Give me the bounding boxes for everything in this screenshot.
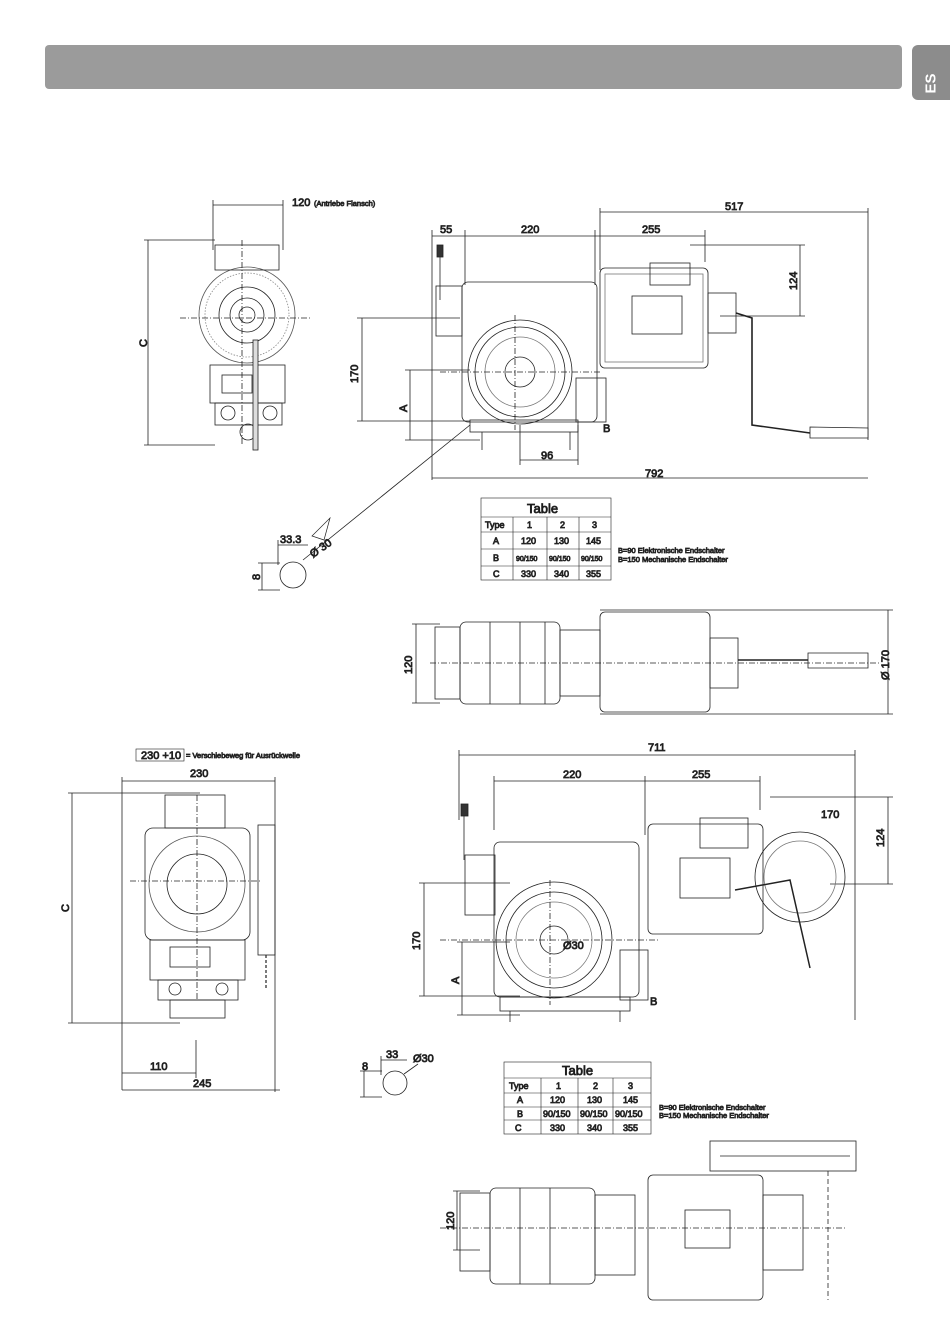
- d1-shaft-dia: Ø 30: [308, 537, 334, 561]
- d2-key: 8: [362, 1061, 368, 1073]
- d1-table-note1: B=90 Elektronische Endschalter: [618, 546, 725, 555]
- d1-key: 8: [251, 574, 263, 580]
- d1-table-r2c2: 340: [554, 569, 569, 579]
- d2-shaft-detail: [360, 1056, 419, 1098]
- d1-dim-255: 255: [642, 224, 660, 236]
- d2-table-r2c3: 355: [623, 1123, 638, 1133]
- d2-table-note1: B=90 Elektronische Endschalter: [659, 1103, 766, 1112]
- d1-table-r0c3: 145: [586, 536, 601, 546]
- d2-table-r1c2: 90/150: [580, 1109, 608, 1119]
- d1-table-r1c0: B: [493, 553, 499, 563]
- header-banner: [45, 45, 902, 89]
- d1-flange-dim: 120: [292, 197, 310, 209]
- d2-travel-box: [135, 748, 185, 762]
- d2-table: [503, 1061, 652, 1135]
- d1-dim-55: 55: [440, 224, 452, 236]
- d2-table-h1: 1: [556, 1081, 561, 1091]
- d1-table-r1c2: 90/150: [549, 556, 571, 563]
- d1-table: [480, 497, 612, 581]
- drawing1-top-view: [412, 609, 893, 715]
- d2-table-r0c2: 130: [587, 1095, 602, 1105]
- d2-table-note2: B=150 Mechanische Endschalter: [659, 1111, 769, 1120]
- d1-table-h0: Type: [485, 520, 505, 530]
- d2-table-r2c0: C: [515, 1123, 522, 1133]
- d1-table-r0c1: 120: [521, 536, 536, 546]
- d1-table-r0c0: A: [493, 536, 499, 546]
- d2-table-h3: 3: [628, 1081, 633, 1091]
- d2-dim-110: 110: [150, 1061, 168, 1073]
- drawing2-side-view: [68, 777, 280, 1092]
- d2-dim-245: 245: [193, 1078, 211, 1090]
- d1-table-h3: 3: [592, 520, 597, 530]
- d2-dim-230: 230: [190, 768, 208, 780]
- d1-dim-170: 170: [349, 365, 361, 383]
- d2-table-r0c3: 145: [623, 1095, 638, 1105]
- d2-dim-124: 124: [875, 829, 887, 847]
- d2-dim-170r: 170: [821, 809, 839, 821]
- d1-table-r1c3: 90/150: [581, 556, 603, 563]
- d1-table-h2: 2: [560, 520, 565, 530]
- d1-dim-b: B: [603, 423, 610, 435]
- d2-table-r0c1: 120: [550, 1095, 565, 1105]
- d2-dim-a: A: [450, 976, 462, 984]
- d1-table-r1c1: 90/150: [516, 556, 538, 563]
- d2-shaft-dia2: Ø30: [413, 1053, 434, 1065]
- d1-dim-220: 220: [521, 224, 539, 236]
- language-tab[interactable]: ES: [912, 45, 950, 100]
- d2-table-r1c0: B: [517, 1109, 523, 1119]
- d2-table-title: Table: [562, 1063, 593, 1078]
- d2-dim-c: C: [60, 904, 72, 912]
- d1-dim-517: 517: [725, 201, 743, 213]
- d2-dim-255: 255: [692, 769, 710, 781]
- d2-dim-220: 220: [563, 769, 581, 781]
- d1-dim-792: 792: [645, 468, 663, 480]
- d1-table-h1: 1: [527, 520, 532, 530]
- d2-table-r2c1: 330: [550, 1123, 565, 1133]
- drawing1-side-view: [144, 200, 310, 451]
- d1-dim-96: 96: [541, 450, 553, 462]
- d2-table-r1c1: 90/150: [543, 1109, 571, 1119]
- d1-table-title: Table: [527, 501, 558, 516]
- d2-top-120: 120: [445, 1212, 457, 1230]
- d1-dim-124: 124: [788, 272, 800, 290]
- d2-dim-170: 170: [411, 932, 423, 950]
- d2-table-h0: Type: [509, 1081, 529, 1091]
- d1-table-r2c0: C: [493, 569, 500, 579]
- d2-table-r2c2: 340: [587, 1123, 602, 1133]
- d2-dim-b: B: [650, 996, 657, 1008]
- d2-table-r0c0: A: [517, 1095, 523, 1105]
- d2-travel-box-text: 230 +10: [141, 750, 181, 762]
- drawing1-front-view: [258, 208, 869, 591]
- d2-table-r1c3: 90/150: [615, 1109, 643, 1119]
- drawing2-front-view: [419, 750, 893, 1022]
- d2-dim-711: 711: [648, 742, 666, 754]
- d1-dim-a: A: [398, 404, 410, 412]
- d1-top-dia: Ø 170: [880, 650, 892, 680]
- drawing2-top-view: [440, 1140, 857, 1301]
- d1-table-r2c1: 330: [521, 569, 536, 579]
- d1-dim-c: C: [138, 339, 150, 347]
- d2-shaft-offset: 33: [386, 1049, 398, 1061]
- d1-top-120: 120: [403, 656, 415, 674]
- d2-table-h2: 2: [593, 1081, 598, 1091]
- d1-table-r2c3: 355: [586, 569, 601, 579]
- d2-shaft-dia: Ø30: [563, 940, 584, 952]
- d1-flange-note: (Antriebe Flansch): [314, 199, 376, 208]
- d2-travel-note: = Verschiebeweg für Ausrückwelle: [186, 751, 300, 760]
- d1-table-r0c2: 130: [554, 536, 569, 546]
- d1-shaft-offset: 33.3: [280, 534, 301, 546]
- d1-table-note2: B=150 Mechanische Endschalter: [618, 555, 728, 564]
